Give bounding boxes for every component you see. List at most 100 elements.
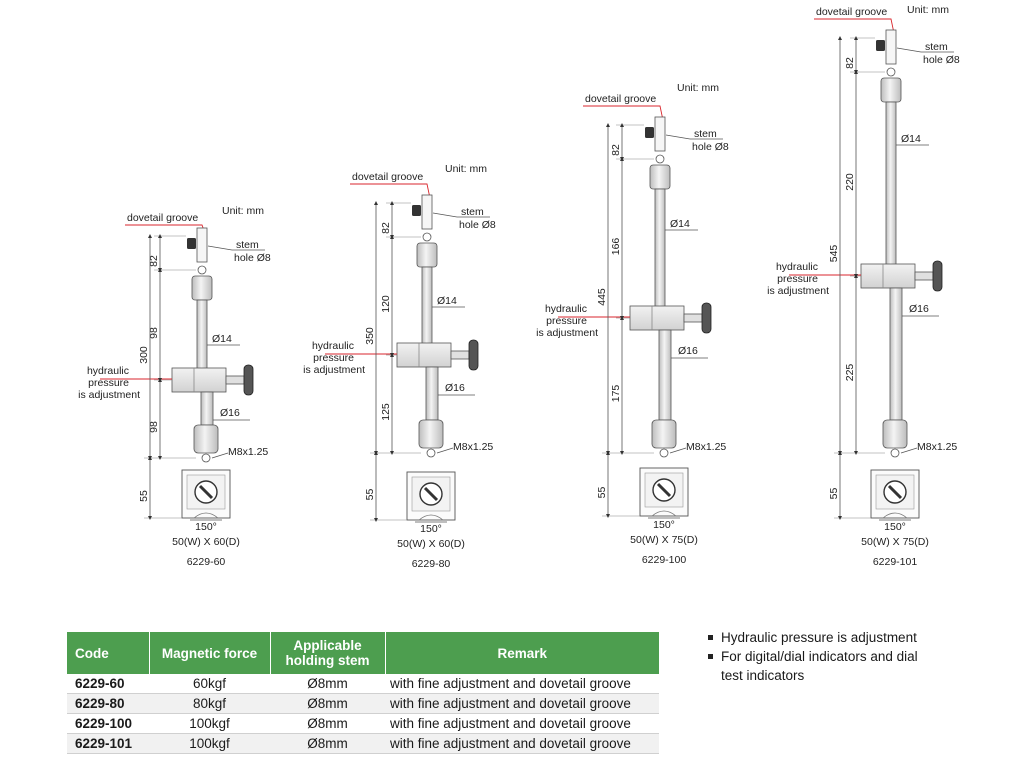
d-lower-label: Ø16 (909, 303, 929, 315)
stem-leader (896, 47, 922, 53)
lower-rod (658, 329, 672, 421)
note-item: For digital/dial indicators and dial tes… (707, 647, 921, 685)
stem-hole-label: hole Ø8 (459, 219, 496, 231)
lower-rod (889, 287, 903, 421)
table-row: 6229-100 100kgf Ø8mm with fine adjustmen… (67, 713, 659, 734)
fine-adjust-knob (932, 260, 943, 292)
center-block (396, 342, 452, 368)
model-code-label: 6229-101 (873, 556, 918, 568)
dovetail-leader (814, 18, 896, 39)
unit-label: Unit: mm (907, 4, 949, 16)
fine-adjust-knob (243, 364, 254, 396)
cell-force: 100kgf (149, 733, 270, 754)
clamp-screw (876, 40, 885, 51)
dim-base-value: 55 (828, 488, 840, 500)
switch-lever (198, 484, 214, 500)
top-knuckle (197, 265, 207, 275)
upper-joint (416, 242, 438, 268)
top-knuckle (422, 232, 432, 242)
thread-leader (669, 447, 687, 454)
cell-code: 6229-80 (67, 693, 149, 714)
fine-adjust-knob (701, 302, 712, 334)
dovetail-leader (350, 183, 432, 204)
header-remark: Remark (385, 632, 659, 674)
thread-leader (436, 447, 454, 454)
dim-overall-value: 300 (138, 346, 150, 364)
cell-force: 100kgf (149, 713, 270, 734)
cell-remark: with fine adjustment and dovetail groove (385, 693, 659, 714)
thread-label: M8x1.25 (228, 446, 268, 458)
cell-code: 6229-101 (67, 733, 149, 754)
hydraulic-label: hydraulic (545, 303, 587, 315)
lower-rod (425, 366, 439, 421)
d-lower-label: Ø16 (445, 382, 465, 394)
dovetail-leader (125, 224, 207, 237)
dim-lower-value: 98 (148, 421, 160, 433)
clamp-screw (412, 205, 421, 216)
stem-clamp (654, 116, 666, 152)
hydraulic-label: hydraulic (776, 261, 818, 273)
adjustment-label: is adjustment (303, 364, 365, 376)
switch-lever (423, 486, 439, 502)
lower-joint (651, 419, 677, 449)
upper-joint (649, 164, 671, 190)
stem-hole-label: hole Ø8 (692, 141, 729, 153)
stem-leader (432, 212, 458, 218)
dim-lower-value: 225 (844, 364, 856, 382)
angle-label: 150° (884, 521, 906, 533)
pressure-label: pressure (777, 273, 818, 285)
model-code-label: 6229-60 (187, 556, 226, 568)
v-groove (651, 510, 677, 517)
dim-base-value: 55 (138, 490, 150, 502)
angle-label: 150° (653, 519, 675, 531)
v-groove (193, 512, 219, 519)
dovetail-groove-label: dovetail groove (352, 171, 423, 183)
cell-remark: with fine adjustment and dovetail groove (385, 733, 659, 754)
upper-joint (880, 77, 902, 103)
stem-label: stem (925, 41, 948, 53)
v-groove (882, 512, 908, 519)
cell-remark: with fine adjustment and dovetail groove (385, 674, 659, 694)
unit-label: Unit: mm (222, 205, 264, 217)
pressure-label: pressure (313, 352, 354, 364)
d-upper-label: Ø14 (670, 218, 690, 230)
unit-label: Unit: mm (445, 163, 487, 175)
upper-rod (885, 101, 897, 267)
dim-upper-value: 98 (148, 327, 160, 339)
cell-stem: Ø8mm (270, 733, 385, 754)
dim-upper-value: 120 (380, 295, 392, 313)
base-knuckle (659, 448, 669, 458)
cell-stem: Ø8mm (270, 674, 385, 694)
stem-label: stem (461, 206, 484, 218)
dim-top-value: 82 (844, 57, 856, 69)
cell-force: 80kgf (149, 693, 270, 714)
dim-overall-value: 350 (364, 327, 376, 345)
thread-leader (211, 452, 229, 459)
hydraulic-label: hydraulic (312, 340, 354, 352)
knob-shaft (450, 350, 470, 360)
dim-upper-value: 166 (610, 238, 622, 256)
lower-joint (418, 419, 444, 449)
dim-base-value: 55 (364, 489, 376, 501)
knob-shaft (914, 271, 934, 281)
table-row: 6229-80 80kgf Ø8mm with fine adjustment … (67, 693, 659, 714)
angle-label: 150° (420, 523, 442, 535)
d-lower-label: Ø16 (678, 345, 698, 357)
knob-shaft (225, 375, 245, 385)
top-knuckle (886, 67, 896, 77)
lower-rod (200, 391, 214, 426)
angle-label: 150° (195, 521, 217, 533)
dim-overall-value: 545 (828, 245, 840, 263)
table-row: 6229-60 60kgf Ø8mm with fine adjustment … (67, 674, 659, 694)
unit-label: Unit: mm (677, 82, 719, 94)
v-groove (418, 514, 444, 521)
cell-code: 6229-60 (67, 674, 149, 694)
cell-stem: Ø8mm (270, 713, 385, 734)
lower-joint (882, 419, 908, 449)
stem-leader (665, 134, 691, 140)
thread-label: M8x1.25 (453, 441, 493, 453)
